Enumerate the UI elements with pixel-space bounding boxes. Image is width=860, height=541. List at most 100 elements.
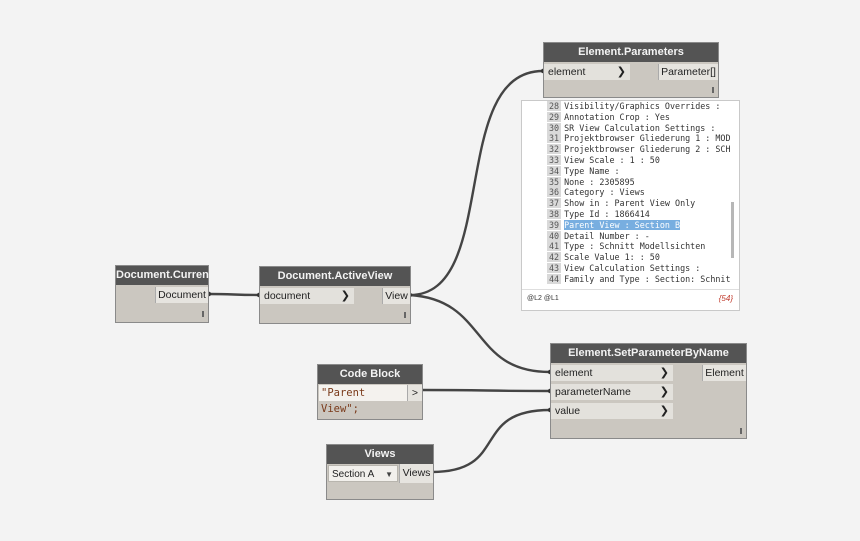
chevron-right-icon: ❯ [659,405,669,417]
lacing-icon [712,87,714,93]
row-index: 30 [547,122,562,133]
port-label: Views [402,467,431,479]
row-index: 39 [547,219,562,230]
node-document-current[interactable]: Document.Current Document [115,265,213,323]
output-port-view[interactable]: View [382,288,410,304]
row-text: View Scale : 1 : 50 [564,155,660,165]
row-text: Category : Views [564,187,645,198]
node-title[interactable]: Document.ActiveView [260,267,410,286]
row-index: 42 [547,252,562,263]
wire-document-to-activeview [208,292,260,297]
row-text: Projektbrowser Gliederung 1 : MOD [564,133,731,144]
node-title[interactable]: Element.Parameters [544,43,718,62]
output-port-views[interactable]: Views [399,464,433,483]
input-port-parametername[interactable]: parameterName ❯ [551,384,673,400]
dropdown-value: Section A [332,469,375,480]
row-text: Show in : Parent View Only [564,198,696,209]
row-text: Type Name : [564,165,620,176]
row-index: 43 [547,263,562,273]
output-port-element[interactable]: Element [702,365,746,381]
row-index: 40 [547,230,562,241]
row-text: View Calculation Settings : [564,263,701,273]
node-views[interactable]: Views Section A ▼ Views [326,444,434,500]
node-title[interactable]: Document.Current [116,266,213,285]
row-text: Type : Schnitt Modellsichten [564,241,706,252]
node-document-activeview[interactable]: Document.ActiveView document ❯ View [259,266,411,324]
input-port-value[interactable]: value ❯ [551,403,673,419]
node-code-block[interactable]: Code Block "Parent View"; > [317,364,423,420]
port-label: document [264,290,311,302]
watch-footer: @L2 @L1 {54} [522,289,739,310]
row-text: Projektbrowser Gliederung 2 : SCH [564,144,731,155]
row-index: 32 [547,144,562,155]
row-text: Scale Value 1: : 50 [564,252,660,263]
row-index: 44 [547,273,562,284]
row-index: 33 [547,155,562,165]
row-index: 36 [547,187,562,198]
node-element-parameters[interactable]: Element.Parameters element ❯ Parameter[] [543,42,719,98]
port-label: element [548,66,586,78]
node-title[interactable]: Element.SetParameterByName [551,344,746,363]
row-index: 35 [547,176,562,187]
row-text: Annotation Crop : Yes [564,111,670,122]
row-index: 28 [547,101,562,111]
wire-codeblock-to-parametername [420,388,551,393]
port-label: value [555,405,581,417]
row-text: Parent View : Section B [564,219,681,230]
node-title[interactable]: Views [327,445,433,464]
output-port-document[interactable]: Document [155,287,208,303]
row-index: 34 [547,165,562,176]
wire-views-to-value [431,408,551,474]
row-text: Family and Type : Section: Schnit [564,273,731,284]
lacing-icon [202,311,204,317]
row-index: 41 [547,241,562,252]
code-editor[interactable]: "Parent View"; [319,385,407,415]
list-levels: @L2 @L1 [527,295,559,302]
row-text: Detail Number : - [564,230,650,241]
chevron-right-icon: ❯ [659,386,669,398]
row-text: Visibility/Graphics Overrides : [564,101,721,111]
row-index: 31 [547,133,562,144]
view-dropdown[interactable]: Section A ▼ [328,465,398,482]
input-port-element[interactable]: element ❯ [551,365,673,381]
port-label: Parameter[] [661,66,716,78]
chevron-right-icon: ❯ [616,66,626,78]
row-text: SR View Calculation Settings : [564,122,716,133]
output-port-parameters[interactable]: Parameter[] [658,64,718,80]
row-index: 37 [547,198,562,209]
row-text: Type Id : 1866414 [564,209,650,219]
input-port-document[interactable]: document ❯ [260,288,354,304]
chevron-down-icon: ▼ [385,470,393,479]
lacing-icon [404,312,406,318]
watch-scrollbar[interactable] [731,202,734,258]
input-port-element[interactable]: element ❯ [544,64,630,80]
port-label: Document [158,289,206,301]
node-title[interactable]: Code Block [318,365,422,384]
port-label: parameterName [555,386,631,398]
port-label: View [385,290,408,302]
port-label: Element [705,367,744,379]
output-port-code[interactable]: > [407,385,422,401]
port-label: element [555,367,593,379]
row-text: None : 2305895 [564,176,635,187]
node-element-setparameterbyname[interactable]: Element.SetParameterByName element ❯ par… [550,343,747,439]
